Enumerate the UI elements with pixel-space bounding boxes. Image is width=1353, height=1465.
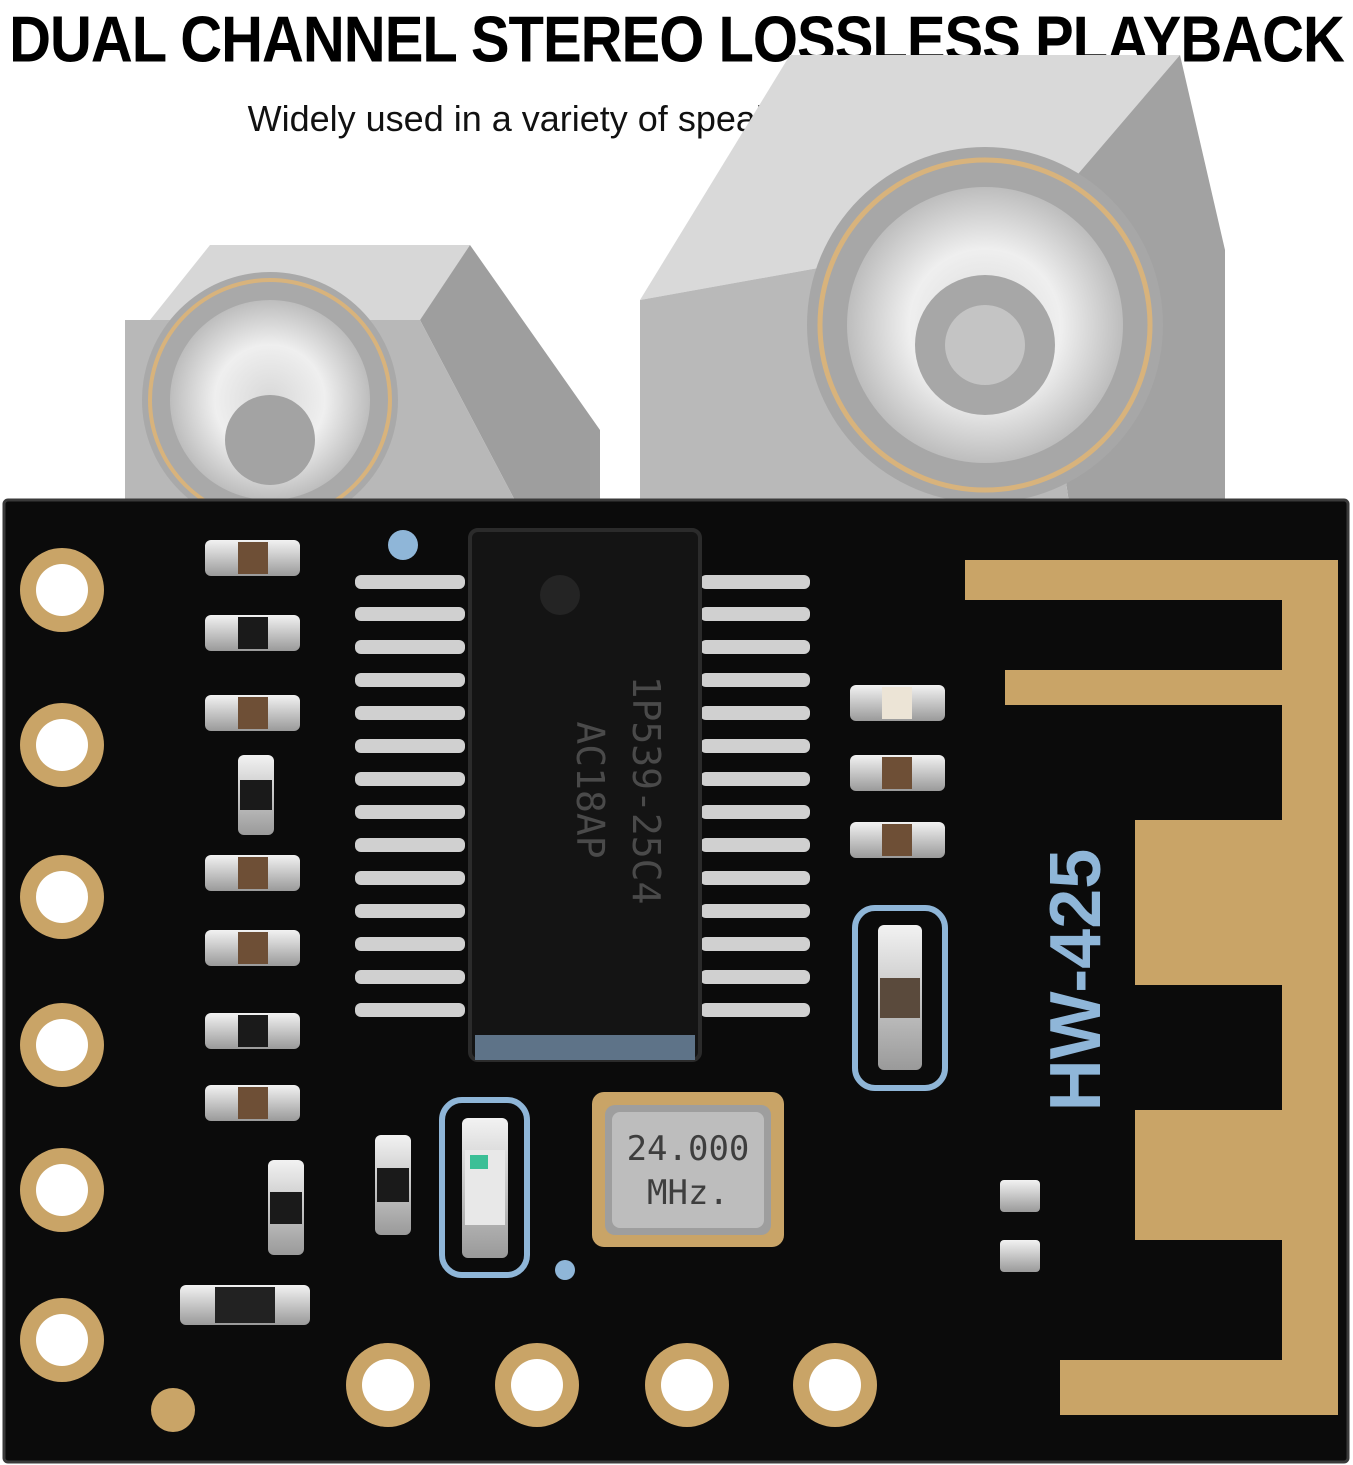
crystal-line1: 24.000 bbox=[627, 1129, 750, 1169]
chip-pins bbox=[355, 575, 810, 1017]
smd-components-right bbox=[850, 685, 1040, 1272]
chip-marking-line1: AC18AP bbox=[568, 721, 612, 858]
chip-marking: AC18AP 1P539-25C4 bbox=[568, 676, 668, 905]
smd-components-left bbox=[180, 540, 411, 1325]
chip-marking-line2: 1P539-25C4 bbox=[624, 676, 668, 905]
speaker-left bbox=[125, 245, 600, 528]
antenna-trace bbox=[965, 560, 1338, 1415]
crystal-line2: MHz. bbox=[647, 1173, 729, 1213]
speaker-right bbox=[640, 55, 1225, 510]
board-label: HW-425 bbox=[1036, 849, 1116, 1112]
pcb-board bbox=[2, 498, 1350, 1464]
